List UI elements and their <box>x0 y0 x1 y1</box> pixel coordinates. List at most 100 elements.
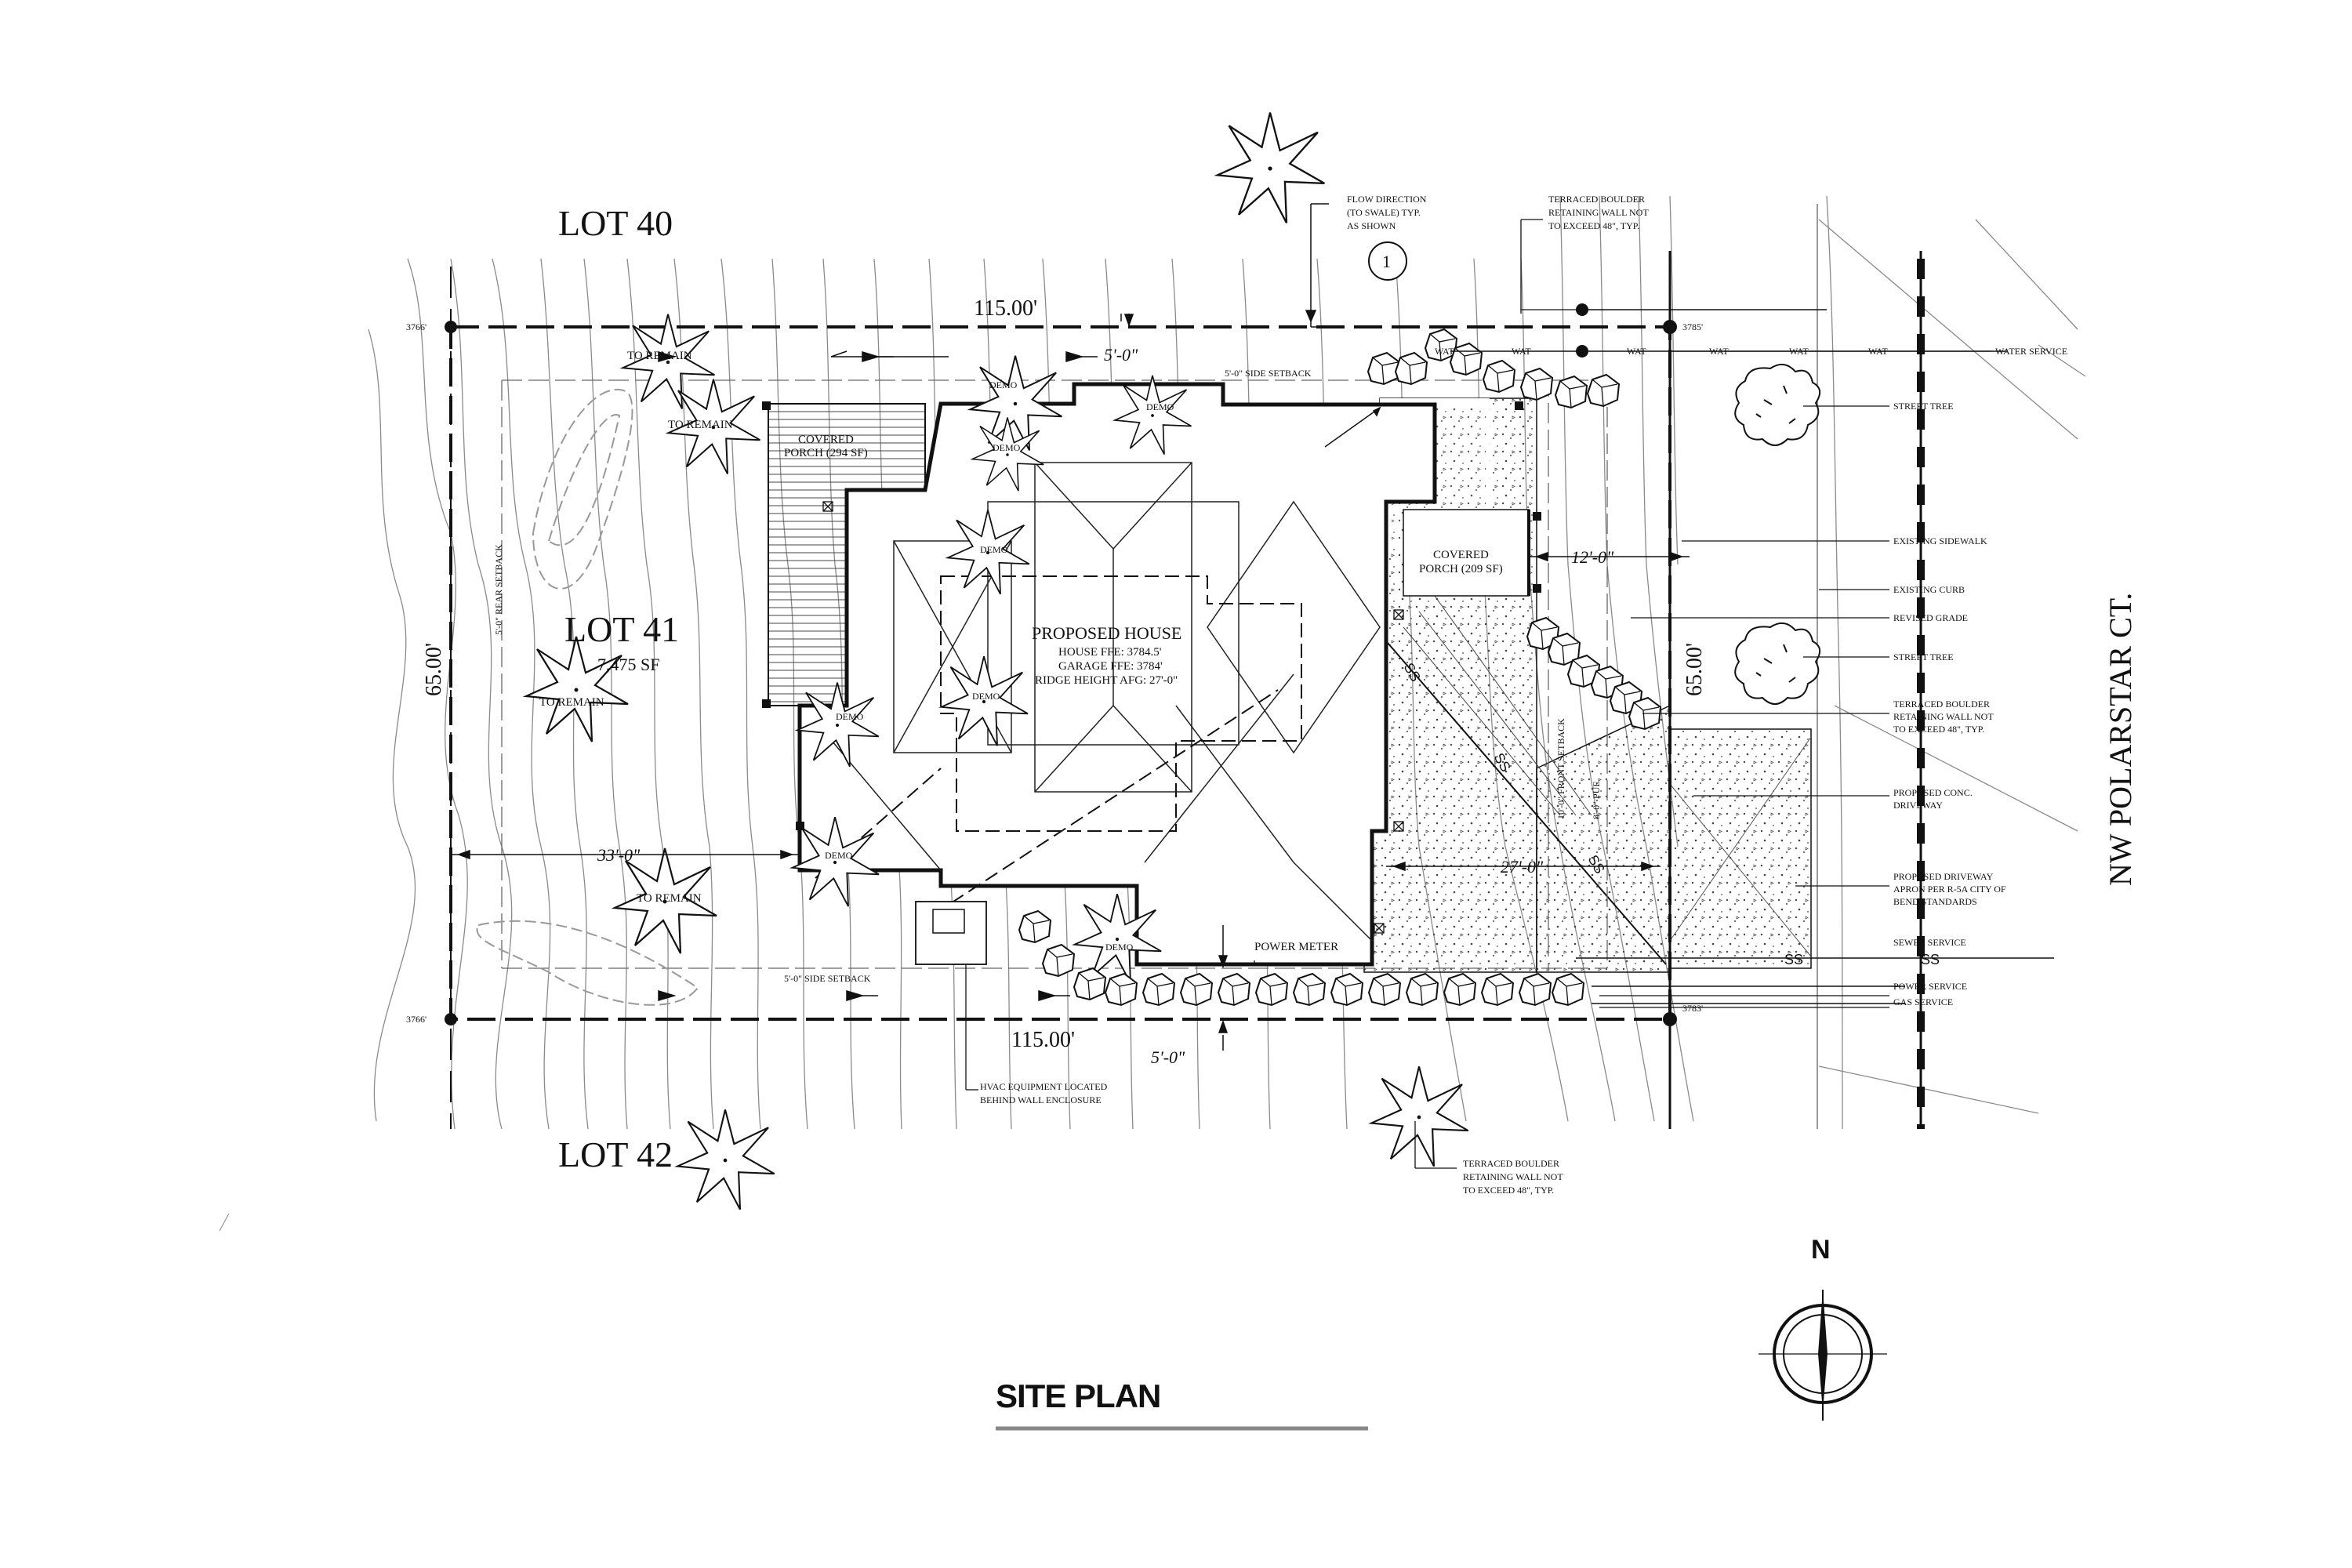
street-tree-south <box>1734 622 1821 705</box>
demo-tags: DEMO DEMO DEMO DEMO DEMO DEMO DEMO DEMO <box>825 379 1174 953</box>
demo-tag-7: DEMO <box>825 850 853 861</box>
boulder <box>1293 973 1326 1006</box>
callout-text: TERRACED BOULDER <box>1548 194 1645 205</box>
side-setback-top: 5'-0" SIDE SETBACK <box>1225 368 1312 379</box>
legend-text: GAS SERVICE <box>1893 996 1953 1007</box>
right-width: 65.00' <box>1682 643 1707 696</box>
setback-labels: 5'-0" SIDE SETBACK 5'-0" SIDE SETBACK 5'… <box>493 368 1602 984</box>
side-setback-bottom: 5'-0" SIDE SETBACK <box>784 973 871 984</box>
callout-text: BEHIND WALL ENCLOSURE <box>980 1094 1102 1105</box>
side-offset-top: 5'-0" <box>1104 345 1138 365</box>
boulder <box>1255 973 1288 1006</box>
boulder <box>1406 973 1439 1006</box>
elevation-top-left: 3766' <box>406 321 426 332</box>
wall-callout-top: TERRACED BOULDER RETAINING WALL NOT TO E… <box>1548 194 1649 231</box>
rear-setback: 5'-0" REAR SETBACK <box>493 544 504 635</box>
boulder <box>1587 374 1620 407</box>
dimension-labels: 115.00' 115.00' 65.00' 65.00' 5'-0" 5'-0… <box>422 296 1707 1067</box>
wat-tag: WAT <box>1512 346 1531 357</box>
lot-41-area: 7,475 SF <box>597 655 659 674</box>
legend-text: STREET TREE <box>1893 652 1954 662</box>
demo-tag-5: DEMO <box>1146 401 1174 412</box>
callout-text: HVAC EQUIPMENT LOCATED <box>980 1081 1108 1092</box>
legend-text: REVISED GRADE <box>1893 612 1968 623</box>
legend-text: EXISTING SIDEWALK <box>1893 535 1987 546</box>
boulder <box>1395 352 1428 385</box>
tree-front-south <box>1370 1065 1469 1167</box>
street-tree-north <box>1734 363 1821 446</box>
north-arrow-icon: N <box>1759 1235 1887 1421</box>
boulder <box>1443 973 1476 1006</box>
street-name: NW POLARSTAR CT. <box>2103 593 2138 886</box>
demo-tag-8: DEMO <box>1105 942 1134 953</box>
rear-porch-label-1: COVERED <box>798 434 854 446</box>
wall-callout-bottom: TERRACED BOULDER RETAINING WALL NOT TO E… <box>1463 1158 1563 1196</box>
callout-text: TO EXCEED 48", TYP. <box>1548 220 1639 231</box>
boulder <box>1519 973 1552 1006</box>
wat-tag: WAT <box>1627 346 1646 357</box>
legend-text: PROPOSED DRIVEWAY <box>1893 871 1994 882</box>
left-width: 65.00' <box>422 643 446 696</box>
tree-remain-labels: TO REMAIN TO REMAIN TO REMAIN TO REMAIN <box>539 350 733 905</box>
side-offset-bottom: 5'-0" <box>1151 1047 1185 1067</box>
rear-offset: 33'-0" <box>597 845 641 865</box>
boulder <box>1073 967 1106 1000</box>
north-label: N <box>1811 1235 1831 1265</box>
legend-text: RETAINING WALL NOT <box>1893 711 1994 722</box>
demo-tag-4: DEMO <box>972 691 1000 702</box>
callout-text: TERRACED BOULDER <box>1463 1158 1559 1169</box>
top-length: 115.00' <box>974 296 1037 321</box>
hvac-callout: HVAC EQUIPMENT LOCATED BEHIND WALL ENCLO… <box>980 1081 1108 1105</box>
elevation-labels: 3766' 3766' 3785' 3783' <box>406 321 1703 1025</box>
elevation-bottom-left: 3766' <box>406 1014 426 1025</box>
boulder <box>1180 973 1213 1006</box>
house-ffe: HOUSE FFE: 3784.5' <box>1058 646 1162 659</box>
lot-40-label: LOT 40 <box>558 203 673 243</box>
elevation-bottom-right: 3783' <box>1682 1003 1703 1014</box>
legend-text: POWER SERVICE <box>1893 981 1967 992</box>
boulder <box>1450 343 1483 376</box>
boulder <box>1555 376 1588 408</box>
detail-marker <box>1368 241 1407 281</box>
boulder <box>1105 973 1138 1006</box>
flow-direction-callout: FLOW DIRECTION (TO SWALE) TYP. AS SHOWN … <box>1347 194 1427 281</box>
legend-text: EXISTING CURB <box>1893 584 1965 595</box>
legend-text: PROPOSED CONC. <box>1893 787 1973 798</box>
demo-tag-2: DEMO <box>993 442 1021 453</box>
demo-tag-1: DEMO <box>989 379 1018 390</box>
boulder <box>1142 973 1175 1006</box>
callout-text: TO EXCEED 48", TYP. <box>1463 1185 1554 1196</box>
remain-label-2: TO REMAIN <box>668 419 733 431</box>
house-labels: PROPOSED HOUSE HOUSE FFE: 3784.5' GARAGE… <box>1032 623 1181 687</box>
rear-porch-label-2: PORCH (294 SF) <box>784 447 868 459</box>
boulder <box>1520 368 1553 401</box>
ss-tag: SS <box>1921 952 1940 967</box>
front-covered-porch <box>1403 509 1530 597</box>
front-setback: 10'-0" FRONT SETBACK <box>1555 718 1566 819</box>
legend-text: STREET TREE <box>1893 401 1954 412</box>
driveway-apron <box>1669 728 1812 969</box>
garage-ffe: GARAGE FFE: 3784' <box>1058 660 1163 673</box>
lot-42-label: LOT 42 <box>558 1134 673 1174</box>
remain-label-4: TO REMAIN <box>637 892 702 905</box>
legend-text: TERRACED BOULDER <box>1893 699 1990 710</box>
boulder <box>1367 352 1400 385</box>
stray-mark <box>219 1213 230 1232</box>
callout-text: RETAINING WALL NOT <box>1548 207 1649 218</box>
drawing-title-block: SITE PLAN <box>996 1377 1368 1431</box>
legend-text: TO EXCEED 48", TYP. <box>1893 724 1984 735</box>
boulder <box>1552 973 1584 1006</box>
legend-text: DRIVEWAY <box>1893 800 1943 811</box>
legend-notes: WATER SERVICE STREET TREE EXISTING SIDEW… <box>1893 346 2067 1007</box>
bottom-length: 115.00' <box>1011 1028 1075 1052</box>
dimension-lines <box>451 203 1690 1051</box>
street-trees <box>1734 363 1821 705</box>
boulder <box>1042 944 1075 977</box>
ss-tag: SS <box>1784 952 1803 967</box>
callout-text: (TO SWALE) TYP. <box>1347 207 1421 218</box>
boulder <box>1368 973 1401 1006</box>
remain-label-1: TO REMAIN <box>627 350 692 362</box>
demo-tag-3: DEMO <box>980 544 1008 555</box>
legend-text: APRON PER R-5A CITY OF <box>1893 884 2006 895</box>
